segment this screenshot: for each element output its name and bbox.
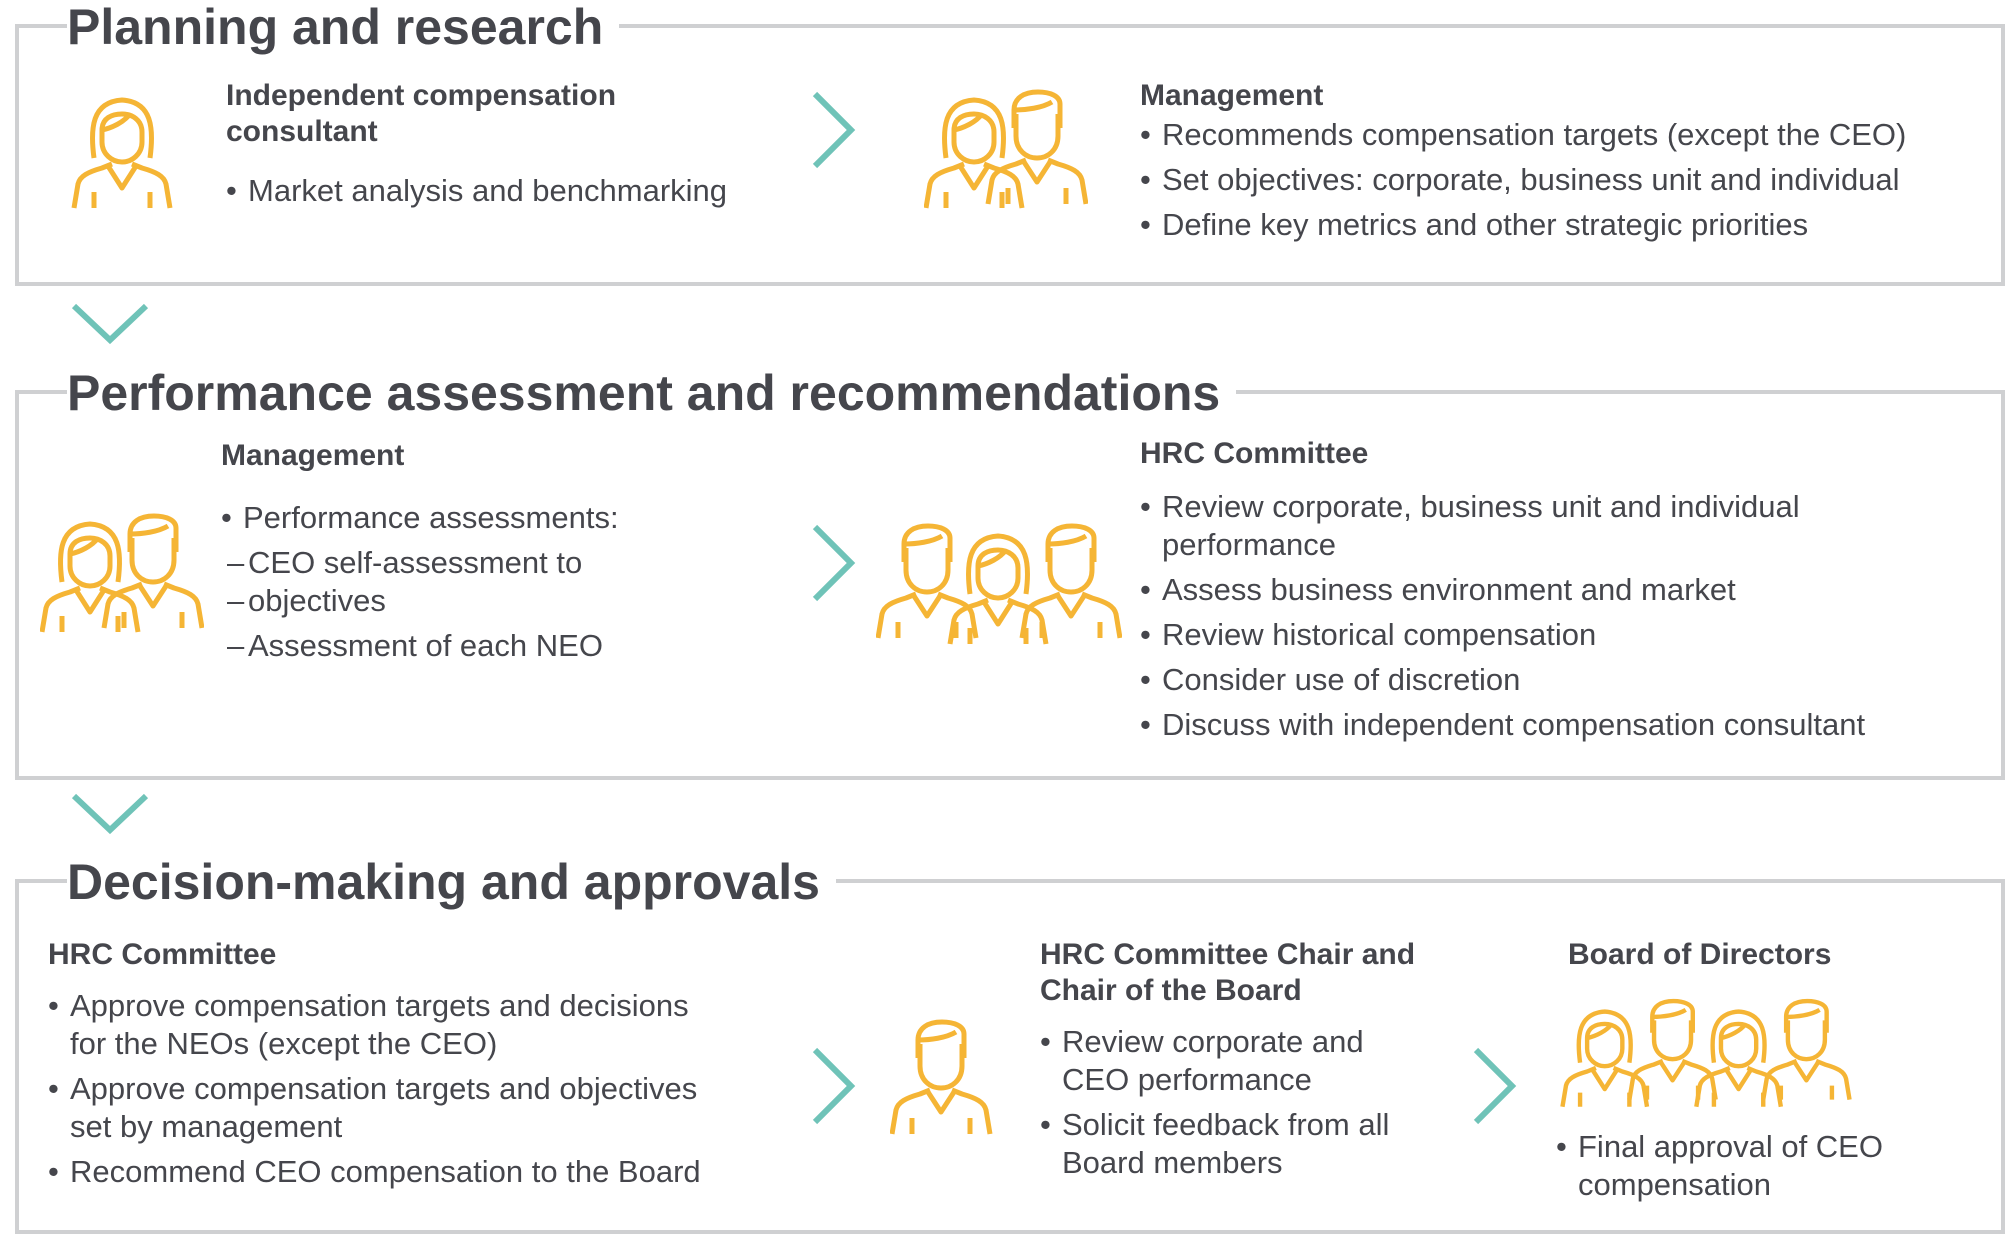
list-item: Performance assessments:	[221, 499, 801, 537]
list-item: Assess business environment and market	[1140, 571, 2000, 609]
list-item-continued: compensation	[1578, 1167, 1772, 1202]
list-item: Discuss with independent compensation co…	[1140, 706, 2000, 744]
block-heading: Management	[221, 439, 405, 472]
list-item: Review historical compensation	[1140, 616, 2000, 654]
list-item-continued: set by management	[70, 1109, 343, 1144]
list-item: Consider use of discretion	[1140, 661, 2000, 699]
block-heading: HRC Committee	[48, 938, 277, 971]
block-heading: HRC Committee	[1140, 437, 1369, 470]
board-block: Board of Directors	[1568, 937, 1988, 973]
chevron-right-icon	[1472, 1046, 1520, 1135]
list-item: Market analysis and benchmarking	[226, 172, 786, 210]
list-item: Set objectives: corporate, business unit…	[1140, 161, 2000, 199]
man-person-icon	[890, 1014, 994, 1140]
list-item: Define key metrics and other strategic p…	[1140, 206, 2000, 244]
list-item: Final approval of CEO	[1556, 1128, 1996, 1166]
block-heading: Chair of the Board	[1040, 974, 1302, 1007]
list-item-continued: for the NEOs (except the CEO)	[70, 1026, 498, 1061]
management-assessment-block: Management Performance assessments: CEO …	[221, 438, 801, 665]
chevron-down-icon	[70, 302, 152, 353]
list-item-continued: Board members	[1062, 1145, 1283, 1180]
section-title: Performance assessment and recommendatio…	[67, 368, 1237, 418]
list-item: Solicit feedback from all	[1040, 1106, 1470, 1144]
chevron-right-icon	[811, 523, 859, 612]
list-item-continued: performance	[1162, 527, 1337, 562]
block-heading: HRC Committee Chair and	[1040, 938, 1416, 971]
list-item: Recommend CEO compensation to the Board	[48, 1153, 788, 1191]
list-item: Approve compensation targets and decisio…	[48, 987, 788, 1025]
list-item-continued: CEO performance	[1062, 1062, 1312, 1097]
two-people-icon	[40, 508, 204, 636]
woman-person-icon	[70, 88, 174, 212]
four-people-icon	[1560, 994, 1852, 1112]
list-item: Review corporate and	[1040, 1023, 1470, 1061]
list-item: Approve compensation targets and objecti…	[48, 1070, 788, 1108]
block-heading: Independent compensation	[226, 79, 617, 112]
board-items: Final approval of CEO compensation	[1556, 1128, 1996, 1204]
hrc-approve-block: HRC Committee Approve compensation targe…	[48, 937, 788, 1191]
section-performance-assessment: Performance assessment and recommendatio…	[15, 368, 2005, 780]
section-title: Planning and research	[67, 2, 620, 52]
block-heading: consultant	[226, 115, 378, 148]
section-title: Decision-making and approvals	[67, 857, 836, 907]
chair-block: HRC Committee Chair and Chair of the Boa…	[1040, 937, 1470, 1182]
block-heading: Management	[1140, 79, 1324, 112]
list-subitem: Assessment of each NEO	[221, 627, 801, 665]
three-people-icon	[876, 518, 1122, 646]
list-subitem: CEO self-assessment to	[221, 544, 801, 582]
hrc-review-block: HRC Committee Review corporate, business…	[1140, 436, 2000, 744]
chevron-right-icon	[811, 1046, 859, 1135]
block-heading: Board of Directors	[1568, 938, 1832, 971]
list-item: Review corporate, business unit and indi…	[1140, 488, 2000, 526]
chevron-right-icon	[811, 90, 859, 179]
section-planning-research: Planning and research	[15, 2, 2005, 286]
two-people-icon	[924, 84, 1088, 212]
section-decision-making: Decision-making and approvals	[15, 857, 2005, 1234]
list-subitem-continued: objectives	[221, 582, 801, 620]
chevron-down-icon	[70, 792, 152, 843]
management-block: Management Recommends compensation targe…	[1140, 78, 2000, 244]
list-item: Recommends compensation targets (except …	[1140, 116, 2000, 154]
consultant-block: Independent compensation consultant Mark…	[226, 78, 786, 210]
